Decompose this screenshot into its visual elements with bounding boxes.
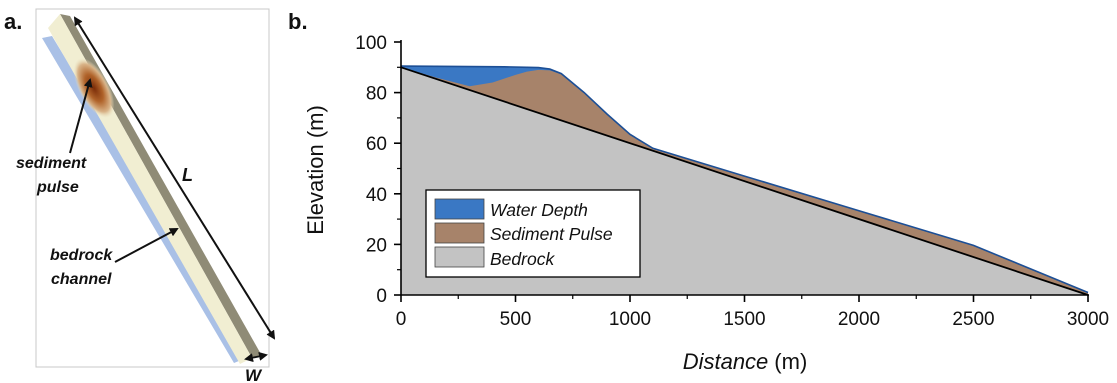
- length-label: L: [182, 165, 193, 185]
- bedrock-surface-line: [400, 66, 1089, 296]
- legend-swatch-bedrock: [434, 246, 485, 268]
- width-arrow: [244, 351, 268, 363]
- panel-b: b. 0 500 1000 1500 2000 2500 3000 0 20 40 60 80 100…: [288, 9, 1109, 374]
- x-axis-title-unit: (m): [774, 349, 807, 374]
- x-tick-label: 3000: [1067, 309, 1109, 330]
- sediment-pulse-label-line1: sediment: [16, 155, 87, 172]
- x-tick-label: 1000: [609, 309, 651, 330]
- y-axis-title: Elevation (m): [303, 105, 328, 235]
- sediment-pulse-pointer: [69, 78, 93, 154]
- y-tick-label: 60: [366, 134, 387, 155]
- x-tick-label: 500: [500, 309, 532, 330]
- legend-swatch-water-depth: [434, 198, 485, 220]
- legend: Water Depth Sediment Pulse Bedrock: [425, 189, 641, 278]
- legend-label-sediment-pulse: Sediment Pulse: [490, 224, 613, 244]
- x-tick-label: 0: [396, 309, 407, 330]
- y-tick-label: 80: [366, 84, 387, 105]
- legend-label-water-depth: Water Depth: [490, 200, 588, 220]
- legend-swatch-sediment-pulse: [434, 222, 485, 244]
- bedrock-channel-pointer: [114, 228, 179, 263]
- panel-a: a. L W sediment pulse bedrock channel: [4, 8, 276, 383]
- legend-label-bedrock: Bedrock: [490, 249, 555, 269]
- x-axis-ticks: 0 500 1000 1500 2000 2500 3000: [396, 295, 1109, 330]
- panel-b-label: b.: [288, 9, 308, 34]
- sediment-pulse-label-line2: pulse: [36, 179, 79, 196]
- y-tick-label: 0: [376, 286, 387, 307]
- length-arrow: [73, 16, 276, 340]
- x-axis-title-quantity: Distance: [683, 349, 769, 374]
- bedrock-channel-label-line2: channel: [51, 271, 112, 288]
- y-axis-ticks: 0 20 40 60 80 100: [355, 33, 401, 307]
- width-label: W: [245, 366, 263, 383]
- water-surface-line: [400, 65, 1089, 294]
- panel-a-label: a.: [4, 9, 22, 34]
- x-axis-title: Distance(m): [683, 349, 808, 374]
- x-tick-label: 1500: [723, 309, 765, 330]
- y-tick-label: 20: [366, 235, 387, 256]
- x-tick-label: 2000: [838, 309, 880, 330]
- y-tick-label: 100: [355, 33, 387, 54]
- y-tick-label: 40: [366, 185, 387, 206]
- bedrock-channel-label-line1: bedrock: [50, 247, 113, 264]
- axes: 0 500 1000 1500 2000 2500 3000 0 20 40 60 80 100: [355, 33, 1109, 330]
- x-tick-label: 2500: [952, 309, 994, 330]
